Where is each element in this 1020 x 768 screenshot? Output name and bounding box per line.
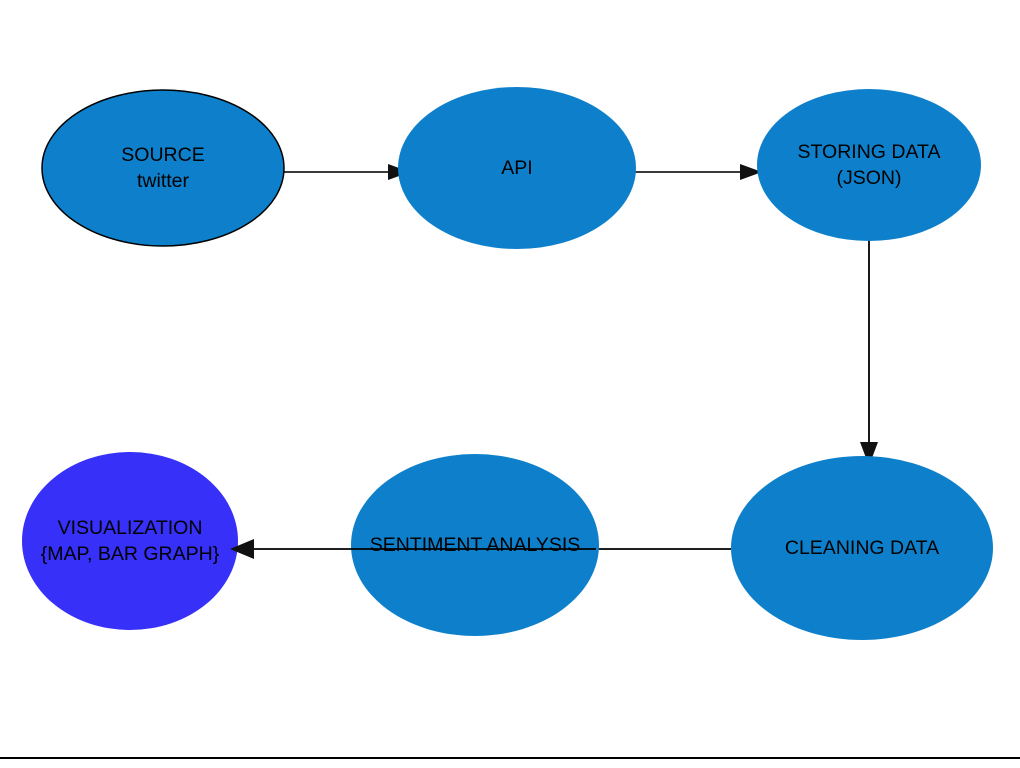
edge-storing-to-cleaning	[860, 238, 878, 466]
edge-sentiment-to-visualization	[230, 539, 596, 559]
node-api[interactable]	[398, 87, 636, 249]
node-sentiment-analysis[interactable]	[351, 454, 599, 636]
arrowhead-icon	[740, 164, 762, 180]
node-source[interactable]	[41, 89, 285, 247]
edge-source-to-api	[284, 164, 410, 180]
edge-api-to-storing	[634, 164, 762, 180]
arrowhead-icon	[230, 539, 254, 559]
node-cleaning-data[interactable]	[731, 456, 993, 640]
node-storing-data[interactable]	[757, 89, 981, 241]
arrowhead-icon	[860, 442, 878, 466]
node-visualization[interactable]	[22, 452, 238, 630]
